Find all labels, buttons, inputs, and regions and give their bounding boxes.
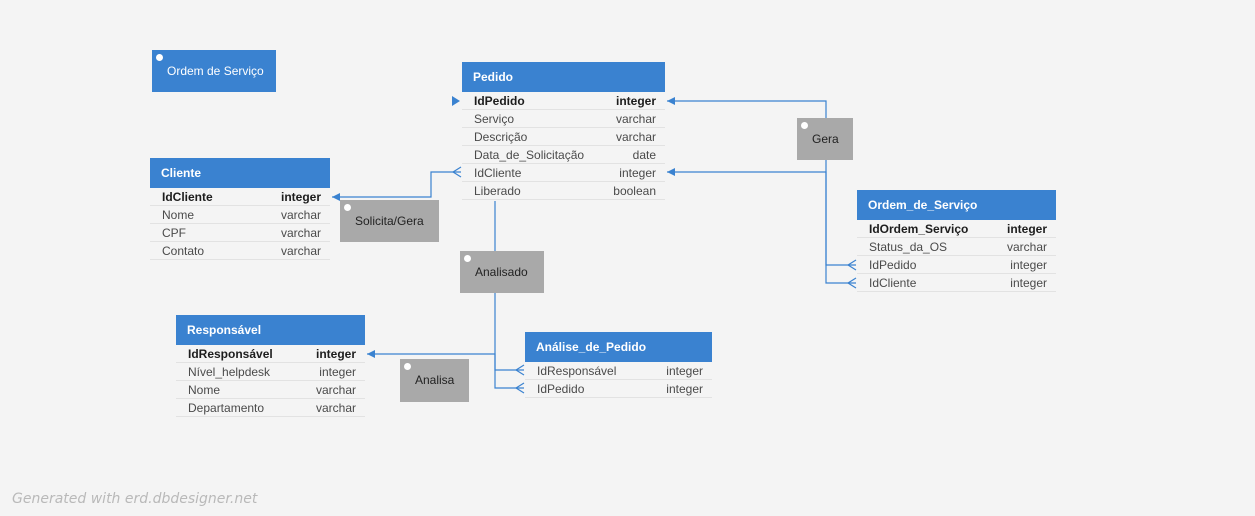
crows-foot [847, 277, 857, 289]
note-analisa[interactable]: Analisa [400, 359, 469, 402]
arrow-head [452, 96, 460, 106]
dot-icon [801, 122, 808, 129]
table-title: Cliente [150, 158, 330, 188]
dot-icon [404, 363, 411, 370]
footer-credit: Generated with erd.dbdesigner.net [12, 491, 258, 507]
table-title: Ordem_de_Serviço [857, 190, 1056, 220]
crows-foot [515, 364, 525, 376]
line-pedido-analise [494, 201, 524, 389]
dot-icon [156, 54, 163, 61]
crows-foot [847, 259, 857, 271]
note-gera[interactable]: Gera [797, 118, 853, 160]
legend-label: Ordem de Serviço [167, 64, 264, 78]
table-title: Análise_de_Pedido [525, 332, 712, 362]
note-label: Solicita/Gera [355, 214, 424, 228]
legend-box[interactable]: Ordem de Serviço [152, 50, 276, 92]
dot-icon [464, 255, 471, 262]
arrow-head [667, 97, 675, 105]
arrow-head [667, 168, 675, 176]
note-analisado[interactable]: Analisado [460, 251, 544, 293]
note-label: Analisado [475, 265, 528, 279]
arrow-head [332, 193, 340, 201]
table-title: Pedido [462, 62, 665, 92]
crows-foot [452, 166, 462, 178]
arrow-head [367, 350, 375, 358]
crows-foot [515, 382, 525, 394]
note-label: Analisa [415, 373, 455, 387]
note-label: Gera [812, 132, 839, 146]
dot-icon [344, 204, 351, 211]
line-cliente-pedido [332, 171, 461, 198]
line-pedidocliente-ordem [667, 171, 856, 284]
table-title: Responsável [176, 315, 365, 345]
note-solicita-gera[interactable]: Solicita/Gera [340, 200, 439, 242]
